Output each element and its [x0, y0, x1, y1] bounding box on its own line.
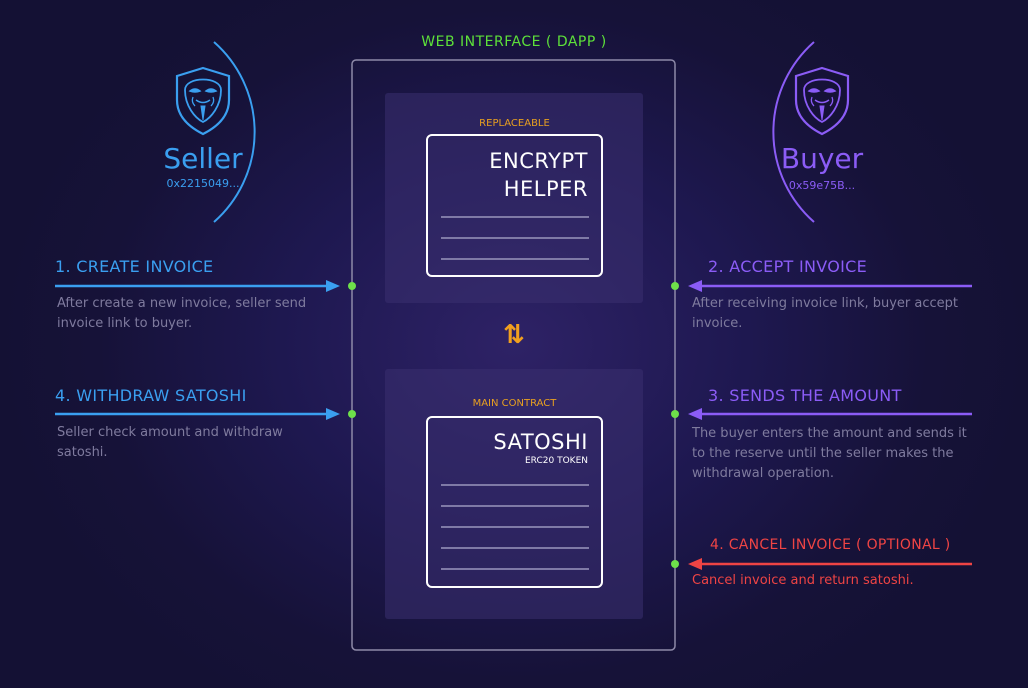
buyer-name: Buyer [780, 142, 864, 175]
contract-panel-label: MAIN CONTRACT [472, 398, 557, 409]
web-interface-title: WEB INTERFACE ( DAPP ) [421, 34, 607, 50]
swap-arrows-icon: ⇅ [503, 320, 525, 350]
step-withdraw-satoshi-desc: Seller check amount and withdraw satoshi… [57, 425, 283, 460]
buyer-avatar-icon [794, 66, 850, 136]
withdraw-satoshi-arrow [55, 408, 340, 420]
seller-arc [213, 41, 256, 223]
buyer-arc [772, 41, 815, 223]
step-sends-amount-desc: The buyer enters the amount and sends it… [692, 426, 967, 481]
step-cancel-invoice-desc: Cancel invoice and return satoshi. [692, 573, 914, 588]
helper-card-title-line1: ENCRYPT [489, 149, 588, 173]
seller-name: Seller [163, 142, 243, 175]
buyer-address: 0x59e75B... [788, 179, 856, 192]
accept-invoice-arrow [688, 280, 972, 292]
sends-amount-arrow [688, 408, 972, 420]
contract-panel [385, 369, 643, 619]
helper-card [426, 134, 603, 277]
contract-card [426, 416, 603, 588]
seller-address: 0x2215049... [166, 177, 240, 190]
create-invoice-arrow [55, 280, 340, 292]
step-withdraw-satoshi-label: 4. WITHDRAW SATOSHI [55, 386, 247, 405]
step-create-invoice-desc: After create a new invoice, seller send … [57, 296, 307, 331]
connection-nodes [348, 282, 679, 568]
step-cancel-invoice-label: 4. CANCEL INVOICE ( OPTIONAL ) [710, 537, 951, 553]
seller-avatar-icon [175, 66, 231, 136]
step-sends-amount-label: 3. SENDS THE AMOUNT [708, 386, 902, 405]
contract-card-lines [441, 484, 589, 570]
contract-card-title: SATOSHI [493, 430, 588, 454]
step-accept-invoice-label: 2. ACCEPT INVOICE [708, 257, 868, 276]
cancel-invoice-arrow [688, 558, 972, 570]
helper-panel-label: REPLACEABLE [479, 118, 550, 129]
contract-card-subtitle: ERC20 TOKEN [525, 456, 588, 466]
helper-card-lines [441, 216, 589, 260]
step-accept-invoice-desc: After receiving invoice link, buyer acce… [692, 296, 959, 331]
web-interface-frame [351, 59, 676, 651]
helper-card-title-line2: HELPER [503, 177, 588, 201]
step-create-invoice-label: 1. CREATE INVOICE [55, 257, 214, 276]
helper-panel [385, 93, 643, 303]
